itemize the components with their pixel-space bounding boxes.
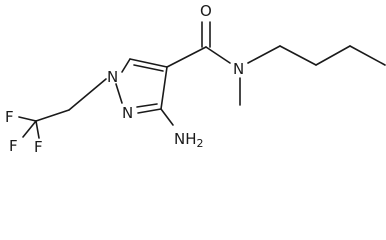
- bond-cf3-f2: [35, 120, 40, 139]
- bond-c3-nh2: [160, 108, 174, 126]
- bond-cf3-f1: [18, 116, 37, 122]
- bond-c5-n1: [121, 58, 131, 73]
- atom-f2-label: F: [34, 138, 43, 156]
- bond-namide-c1: [247, 45, 281, 64]
- amino-n-label: N: [174, 130, 185, 148]
- bond-c3-n2-inner: [136, 103, 158, 108]
- bond-n2-n1: [115, 83, 123, 104]
- amino-h-label: H: [185, 130, 196, 148]
- bond-c5-c4-inner: [133, 64, 164, 72]
- atom-n-amide-label: N: [233, 60, 244, 78]
- bond-carbonyl-namide: [205, 46, 231, 64]
- bond-c3-n2: [137, 108, 162, 114]
- atom-o-label: O: [200, 2, 212, 20]
- bond-n1-ch2: [68, 78, 107, 111]
- bond-cf3-f3: [22, 120, 37, 138]
- bond-ch2-cf3: [35, 109, 70, 122]
- bond-c4-carbonyl: [166, 46, 207, 68]
- bond-c4-c3: [160, 66, 168, 110]
- atom-amino-label: NH2: [174, 130, 204, 150]
- atom-n2-label: N: [122, 104, 133, 122]
- bond-butyl-c2-c3: [315, 45, 351, 66]
- bond-butyl-c1-c2: [279, 45, 317, 66]
- bond-c5-c4: [129, 58, 168, 68]
- atom-f1-label: F: [5, 108, 14, 126]
- structure-diagram: N N O N NH2 F F F: [5, 2, 386, 156]
- atom-f3-label: F: [9, 137, 18, 155]
- atom-n1-label: N: [107, 68, 118, 86]
- bond-butyl-c3-c4: [349, 45, 386, 66]
- amino-subscript: 2: [197, 137, 204, 150]
- atom-labels: N N O N NH2 F F F: [5, 2, 244, 156]
- bonds: [18, 21, 386, 139]
